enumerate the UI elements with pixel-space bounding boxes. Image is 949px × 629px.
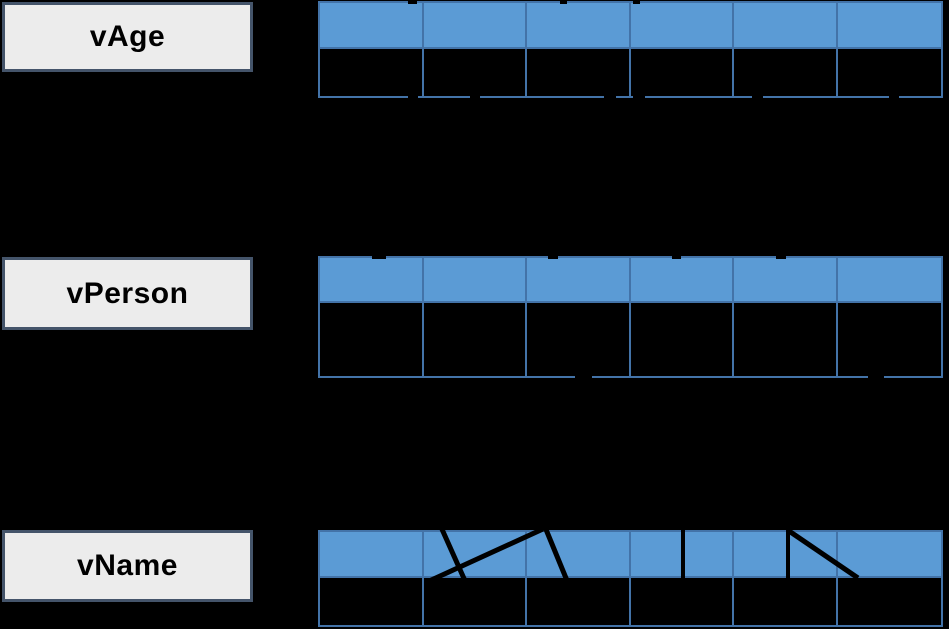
element-cell [838, 578, 942, 625]
header-cell [734, 3, 838, 49]
vname-label: vName [77, 549, 178, 582]
header-cell [423, 3, 527, 49]
element-cell [838, 303, 942, 376]
element-cell [424, 578, 527, 625]
header-cell [423, 258, 527, 303]
vage-label: vAge [89, 20, 166, 53]
element-cell [527, 578, 631, 625]
vage-label-box: vAge [2, 2, 253, 72]
element-cell [734, 578, 838, 625]
header-cell [734, 532, 838, 578]
vname-label-box: vName [2, 530, 253, 602]
element-cell [631, 49, 734, 96]
element-cell [320, 303, 424, 376]
header-cell [527, 532, 631, 578]
header-cell [527, 3, 631, 49]
element-cell [424, 49, 527, 96]
vname-vector-table [318, 530, 943, 627]
element-cell [631, 578, 734, 625]
vperson-vector-table [318, 256, 943, 378]
element-cell [320, 49, 424, 96]
element-cell [320, 578, 424, 625]
header-cell [630, 532, 734, 578]
header-cell [837, 3, 941, 49]
vage-vector-table [318, 1, 943, 98]
element-cell [631, 303, 734, 376]
header-cell [527, 258, 631, 303]
header-cell [320, 258, 424, 303]
header-cell [320, 3, 424, 49]
header-cell [837, 532, 941, 578]
element-cell [424, 303, 527, 376]
element-cell [734, 49, 838, 96]
header-cell [837, 258, 941, 303]
header-cell [734, 258, 838, 303]
element-cell [838, 49, 942, 96]
vperson-label-box: vPerson [2, 257, 253, 330]
header-cell [423, 532, 527, 578]
element-cell [527, 303, 631, 376]
element-cell [734, 303, 838, 376]
element-cell [527, 49, 631, 96]
header-cell [630, 3, 734, 49]
vperson-label: vPerson [66, 276, 189, 310]
header-cell [320, 532, 424, 578]
header-cell [630, 258, 734, 303]
